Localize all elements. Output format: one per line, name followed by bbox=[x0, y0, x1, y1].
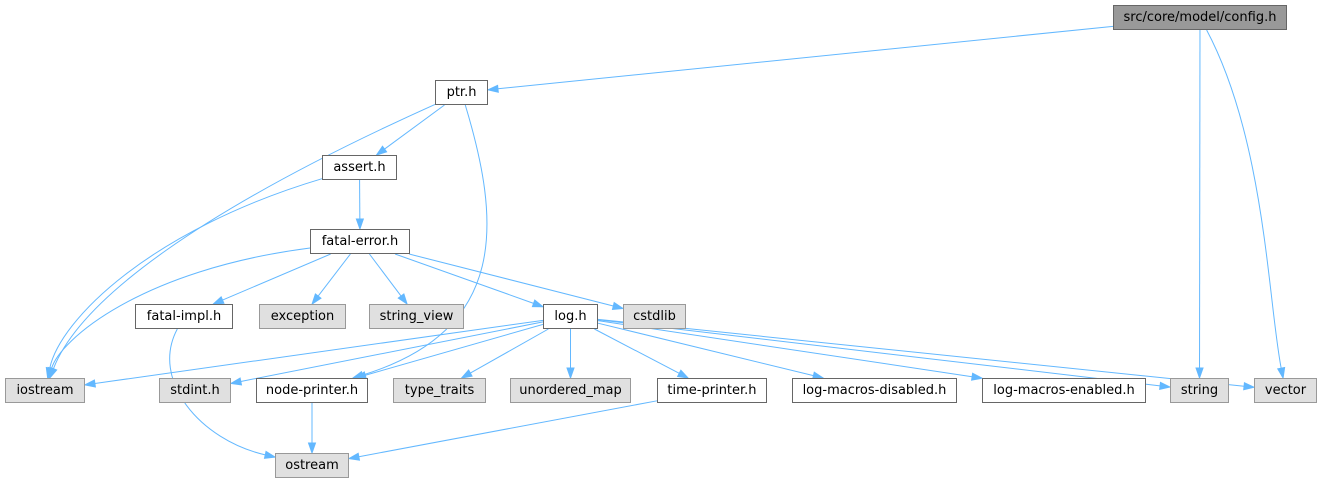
node-ptr[interactable]: ptr.h bbox=[435, 80, 488, 105]
arrowhead-assert-to-fatal-error bbox=[355, 218, 365, 231]
edge-config-to-ptr bbox=[497, 25, 1114, 90]
edge-fatal-error-to-log bbox=[394, 253, 534, 304]
edge-log-to-string bbox=[597, 319, 1161, 387]
edge-time-printer-to-ostream bbox=[358, 400, 658, 458]
edge-fatal-error-to-fatal-impl bbox=[222, 253, 331, 301]
edge-log-to-node-printer bbox=[365, 323, 544, 376]
node-stdint: stdint.h bbox=[159, 378, 231, 403]
arrowhead-config-to-string bbox=[1195, 367, 1204, 380]
node-string-view: string_view bbox=[369, 304, 464, 329]
arrowhead-fatal-error-to-string-view bbox=[397, 293, 408, 306]
node-iostream: iostream bbox=[5, 378, 85, 403]
edge-fatal-error-to-string-view bbox=[369, 253, 402, 297]
node-exception: exception bbox=[259, 304, 346, 329]
edge-assert-to-iostream bbox=[49, 178, 323, 369]
node-config[interactable]: src/core/model/config.h bbox=[1113, 5, 1287, 30]
arrowhead-config-to-ptr bbox=[486, 84, 499, 93]
arrowhead-fatal-impl-to-ostream bbox=[263, 450, 277, 459]
node-unordered-map: unordered_map bbox=[510, 378, 631, 403]
edge-log-to-time-printer bbox=[594, 328, 680, 374]
arrowhead-fatal-error-to-fatal-impl bbox=[211, 296, 225, 305]
node-log-enabled[interactable]: log-macros-enabled.h bbox=[982, 378, 1146, 403]
node-assert[interactable]: assert.h bbox=[322, 155, 397, 180]
edge-fatal-error-to-iostream bbox=[51, 247, 311, 369]
arrowhead-log-to-log-enabled bbox=[970, 372, 984, 381]
arrowhead-fatal-error-to-iostream bbox=[47, 366, 56, 380]
arrowhead-log-to-string bbox=[1159, 381, 1172, 390]
arrowhead-time-printer-to-ostream bbox=[347, 452, 361, 461]
edge-fatal-impl-to-ostream bbox=[169, 328, 266, 456]
edge-log-to-vector bbox=[597, 318, 1245, 387]
arrowhead-fatal-error-to-cstdlib bbox=[611, 301, 625, 310]
edge-ptr-to-node-printer bbox=[362, 104, 488, 376]
node-cstdlib: cstdlib bbox=[623, 304, 686, 329]
node-log-disabled[interactable]: log-macros-disabled.h bbox=[792, 378, 957, 403]
edge-fatal-error-to-exception bbox=[317, 253, 351, 297]
arrowhead-log-to-iostream bbox=[83, 379, 96, 388]
arrowhead-log-to-vector bbox=[1243, 381, 1256, 391]
edge-config-to-vector bbox=[1206, 29, 1282, 369]
edge-ptr-to-iostream bbox=[52, 103, 436, 369]
arrowhead-log-to-unordered-map bbox=[566, 367, 575, 380]
arrowhead-node-printer-to-ostream bbox=[307, 442, 317, 455]
edge-log-to-stdint bbox=[240, 321, 544, 382]
arrowhead-log-to-type-traits bbox=[460, 369, 473, 379]
arrowhead-fatal-error-to-exception bbox=[311, 293, 322, 306]
node-fatal-error[interactable]: fatal-error.h bbox=[310, 229, 410, 254]
edge-log-to-iostream bbox=[94, 319, 544, 384]
edge-fatal-error-to-cstdlib bbox=[408, 253, 614, 307]
node-time-printer[interactable]: time-printer.h bbox=[657, 378, 767, 403]
edge-log-to-log-disabled bbox=[597, 322, 814, 377]
node-fatal-impl[interactable]: fatal-impl.h bbox=[135, 304, 233, 329]
node-type-traits: type_traits bbox=[393, 378, 486, 403]
arrowhead-config-to-vector bbox=[1276, 366, 1286, 380]
arrowhead-log-to-stdint bbox=[229, 377, 243, 386]
node-vector: vector bbox=[1254, 378, 1317, 403]
edge-log-to-log-enabled bbox=[597, 320, 973, 378]
arrowhead-fatal-error-to-log bbox=[531, 299, 545, 308]
edge-ptr-to-assert bbox=[384, 104, 445, 150]
node-ostream: ostream bbox=[275, 453, 349, 478]
node-string: string bbox=[1170, 378, 1229, 403]
node-log[interactable]: log.h bbox=[543, 304, 598, 329]
arrowhead-log-to-time-printer bbox=[676, 369, 690, 379]
edge-log-to-type-traits bbox=[470, 328, 549, 374]
arrowhead-ptr-to-assert bbox=[375, 145, 388, 156]
node-node-printer[interactable]: node-printer.h bbox=[256, 378, 368, 403]
